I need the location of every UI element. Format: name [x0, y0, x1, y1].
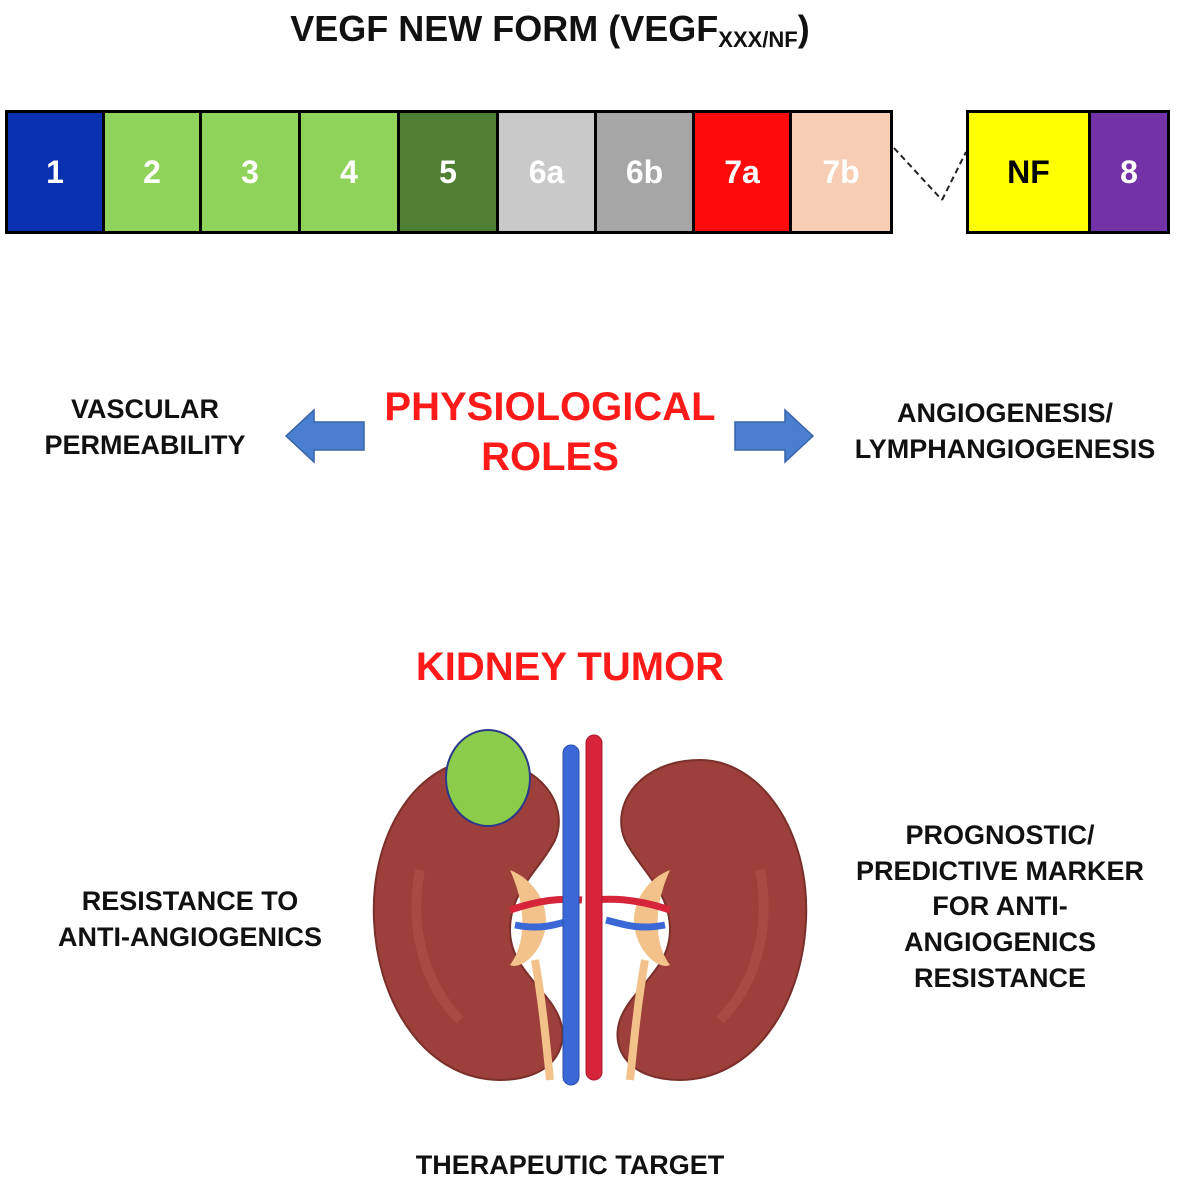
exon-4: 4	[298, 110, 400, 234]
resistance-line2: ANTI-ANGIOGENICS	[57, 921, 322, 952]
tumor-shape	[445, 729, 531, 827]
exon-6a: 6a	[496, 110, 597, 234]
diagram-title: VEGF NEW FORM (VEGFXXX/NF)	[0, 8, 1100, 53]
therapeutic-target-label: THERAPEUTIC TARGET	[415, 1150, 725, 1180]
exon-2: 2	[102, 110, 202, 234]
right-role-line2: LYMPHANGIOGENESIS	[854, 433, 1156, 464]
physiological-title-line2: ROLES	[481, 435, 619, 479]
exon-1-label: 1	[46, 153, 64, 190]
angiogenesis-label: ANGIOGENESIS/ LYMPHANGIOGENESIS	[810, 396, 1200, 467]
exon-1: 1	[5, 110, 105, 234]
exon-7b: 7b	[789, 110, 893, 234]
exon-5-label: 5	[439, 153, 457, 190]
exon-7b-label: 7b	[822, 153, 860, 190]
splice-line-right	[941, 151, 967, 201]
right-renal-vein	[605, 916, 666, 931]
title-subscript: XXX/NF	[718, 27, 798, 52]
title-main: VEGF NEW FORM (VEGF	[290, 8, 719, 49]
left-pelvis-shape	[510, 870, 546, 966]
right-kidney-highlight	[716, 869, 769, 1024]
vena-cava	[562, 744, 580, 1086]
prognostic-line4: ANGIOGENICS	[903, 926, 1097, 957]
exon-8-label: 8	[1120, 153, 1138, 190]
resistance-line1: RESISTANCE TO	[81, 886, 299, 916]
arrow-left-shape	[284, 408, 365, 464]
kidney-tumor-title: KIDNEY TUMOR	[415, 645, 725, 689]
exon-4-label: 4	[340, 153, 358, 190]
prognostic-line3: FOR ANTI-	[932, 891, 1068, 922]
splice-junction	[893, 147, 967, 201]
exon-7a-label: 7a	[724, 153, 760, 190]
exon-8: 8	[1088, 110, 1170, 234]
exon-6b: 6b	[594, 110, 695, 234]
exon-5: 5	[397, 110, 499, 234]
left-kidney-highlight	[411, 869, 464, 1024]
right-kidney-shape	[616, 758, 808, 1082]
exon-6a-label: 6a	[528, 153, 565, 190]
exon-2-label: 2	[143, 153, 161, 190]
prognostic-marker-label: PROGNOSTIC/ PREDICTIVE MARKER FOR ANTI- …	[820, 818, 1180, 996]
right-role-line1: ANGIOGENESIS/	[896, 398, 1114, 428]
right-ureter	[626, 959, 649, 1081]
exon-nf: NF	[966, 110, 1091, 234]
title-close: )	[797, 8, 810, 49]
physiological-title-line1: PHYSIOLOGICAL	[384, 385, 716, 429]
arrow-left-icon	[284, 408, 365, 464]
left-role-line2: PERMEABILITY	[44, 429, 246, 460]
aorta	[585, 734, 603, 1081]
prognostic-line2: PREDICTIVE MARKER	[855, 855, 1145, 886]
right-pelvis-shape	[634, 870, 670, 966]
physiological-roles-title: PHYSIOLOGICAL ROLES	[350, 382, 750, 482]
arrow-right-icon	[734, 408, 815, 464]
prognostic-line5: RESISTANCE	[913, 962, 1087, 993]
exon-6b-label: 6b	[625, 153, 664, 190]
splice-line-left	[893, 147, 943, 201]
resistance-label: RESISTANCE TO ANTI-ANGIOGENICS	[20, 884, 360, 955]
left-kidney-shape	[372, 758, 564, 1082]
vascular-permeability-label: VASCULAR PERMEABILITY	[0, 392, 290, 463]
exon-7a: 7a	[692, 110, 792, 234]
left-role-line1: VASCULAR	[71, 394, 219, 424]
exon-nf-label: NF	[1007, 153, 1050, 190]
kidney-illustration	[372, 729, 808, 1086]
exon-3-label: 3	[241, 153, 259, 190]
arrow-right-shape	[734, 408, 815, 464]
left-ureter	[531, 959, 554, 1081]
exon-3: 3	[199, 110, 301, 234]
prognostic-line1: PROGNOSTIC/	[905, 820, 1095, 850]
